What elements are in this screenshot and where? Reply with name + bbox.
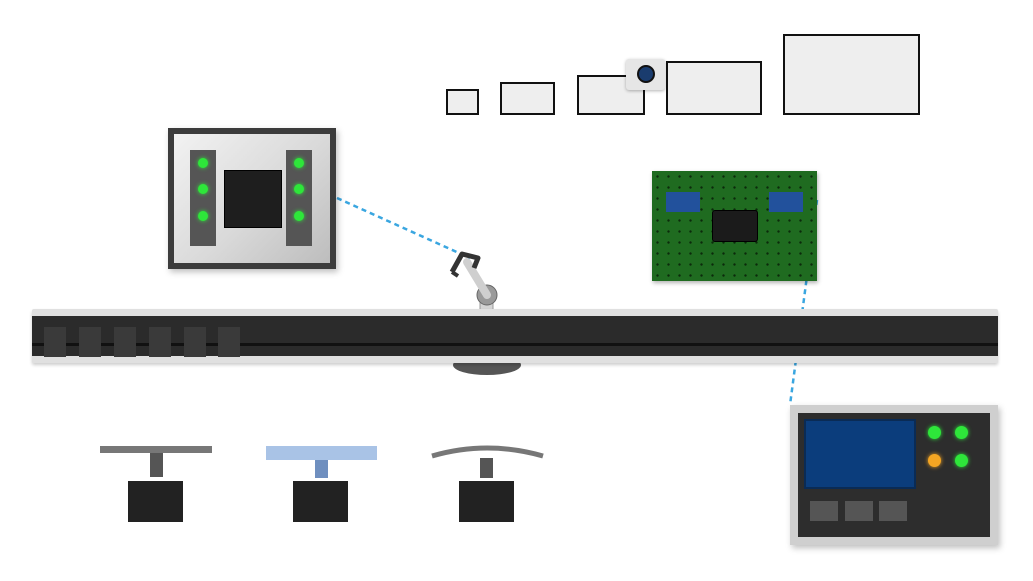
pin-rail-right bbox=[286, 150, 312, 246]
monitor-xlarge bbox=[783, 34, 920, 115]
fixture-plate bbox=[100, 446, 212, 453]
conveyor-divider bbox=[32, 343, 998, 346]
belt-item bbox=[79, 327, 101, 357]
chip-inspection-panel bbox=[168, 128, 336, 269]
camera-lens bbox=[637, 65, 655, 83]
fixture-curved-plate[interactable] bbox=[430, 440, 545, 524]
pcb-board[interactable] bbox=[652, 171, 817, 281]
led-icon bbox=[928, 454, 941, 467]
conveyor-track bbox=[32, 316, 998, 357]
led-icon bbox=[294, 158, 304, 168]
controller-button[interactable] bbox=[845, 501, 873, 521]
link-line-chip-to-arm bbox=[336, 196, 471, 260]
pcb-pad-right bbox=[769, 192, 803, 212]
belt-item bbox=[184, 327, 206, 357]
robot-gripper-icon[interactable] bbox=[449, 251, 481, 278]
controller-button[interactable] bbox=[879, 501, 907, 521]
led-icon bbox=[198, 184, 208, 194]
pcb-chip-icon bbox=[712, 210, 758, 242]
belt-item bbox=[114, 327, 136, 357]
pcb-pad-left bbox=[666, 192, 700, 212]
pin-rail-left bbox=[190, 150, 216, 246]
led-icon bbox=[955, 454, 968, 467]
belt-item bbox=[44, 327, 66, 357]
led-icon bbox=[198, 158, 208, 168]
led-icon bbox=[955, 426, 968, 439]
robot-forearm bbox=[463, 258, 491, 299]
monitor-large bbox=[666, 61, 762, 115]
fixture-post bbox=[480, 458, 493, 478]
fixture-flat-plate[interactable] bbox=[100, 446, 212, 524]
fixture-post bbox=[150, 453, 163, 477]
led-icon bbox=[294, 211, 304, 221]
monitor-small-1 bbox=[446, 89, 479, 115]
fixture-base bbox=[128, 481, 183, 522]
fixture-curved-top bbox=[431, 445, 544, 459]
camera-icon[interactable] bbox=[626, 59, 665, 90]
fixture-base bbox=[293, 481, 348, 522]
fixture-blue-plate[interactable] bbox=[266, 446, 377, 524]
chip-inspection-view bbox=[174, 134, 330, 263]
led-icon bbox=[294, 184, 304, 194]
belt-item bbox=[218, 327, 240, 357]
controller-panel bbox=[790, 405, 998, 545]
controller-button[interactable] bbox=[810, 501, 838, 521]
controller-body bbox=[798, 413, 990, 537]
conveyor-belt bbox=[32, 309, 998, 363]
fixture-base bbox=[459, 481, 514, 522]
fixture-plate bbox=[266, 446, 377, 460]
chip-icon bbox=[224, 170, 282, 228]
belt-item bbox=[149, 327, 171, 357]
controller-screen[interactable] bbox=[804, 419, 916, 489]
led-icon bbox=[198, 211, 208, 221]
led-icon bbox=[928, 426, 941, 439]
link-line-pcb-to-controller bbox=[788, 199, 819, 406]
fixture-post bbox=[315, 460, 328, 478]
monitor-small-2 bbox=[500, 82, 555, 115]
